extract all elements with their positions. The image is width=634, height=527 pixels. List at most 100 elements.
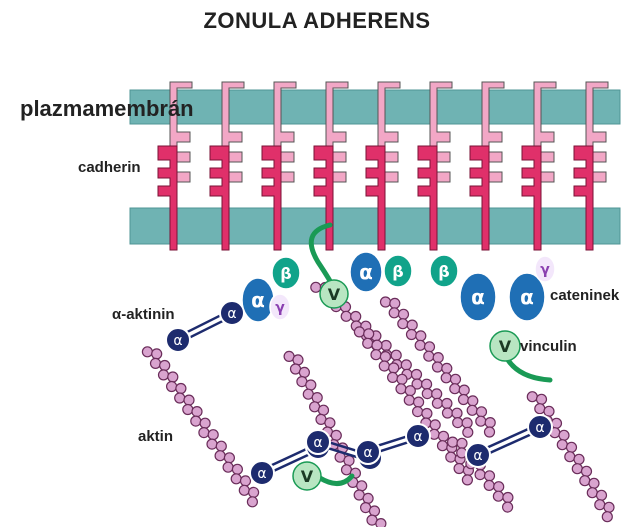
- actin-monomer: [247, 497, 257, 507]
- actin-monomer: [442, 363, 452, 373]
- actin-monomer: [398, 319, 408, 329]
- actin-filament: [142, 347, 258, 507]
- alpha-catenin: α: [460, 273, 496, 321]
- actin-monomer: [391, 350, 401, 360]
- actin-monomer: [249, 487, 259, 497]
- actin-monomer: [422, 379, 432, 389]
- actin-monomer: [602, 512, 612, 522]
- actin-monomer: [587, 488, 597, 498]
- actinin-alpha-symbol: α: [227, 306, 236, 322]
- actin-monomer: [485, 471, 495, 481]
- actin-label: aktin: [138, 428, 173, 445]
- membrane-inner-layer: [130, 208, 620, 244]
- vinculin-symbol: V: [499, 337, 512, 356]
- actin-monomer: [223, 462, 233, 472]
- actin-monomer: [231, 474, 241, 484]
- actin-monomer: [412, 370, 422, 380]
- beta-catenin-symbol: β: [392, 262, 403, 281]
- actin-monomer: [167, 382, 177, 392]
- actin-monomer: [441, 373, 451, 383]
- membrane-label: plazmamembrán: [20, 96, 194, 122]
- actin-monomer: [565, 452, 575, 462]
- actin-monomer: [364, 329, 374, 339]
- actin-monomer: [397, 374, 407, 384]
- actin-monomer: [468, 396, 478, 406]
- actin-monomer: [559, 430, 569, 440]
- actin-monomer: [475, 470, 485, 480]
- actin-monomer: [589, 478, 599, 488]
- catenins-label: cateninek: [550, 287, 619, 304]
- actin-monomer: [413, 407, 423, 417]
- actin-monomer: [354, 327, 364, 337]
- actinin-alpha-symbol: α: [535, 420, 544, 436]
- actinin-alpha-symbol: α: [473, 448, 482, 464]
- vinculin-protein: V: [490, 331, 520, 361]
- actin-monomer: [160, 361, 170, 371]
- actin-monomer: [452, 408, 462, 418]
- gamma-catenin-symbol: γ: [275, 300, 285, 316]
- vinculin-tail: [508, 360, 550, 380]
- actin-monomer: [438, 441, 448, 451]
- actin-monomer: [430, 420, 440, 430]
- actin-monomer: [463, 427, 473, 437]
- actin-monomer: [372, 340, 382, 350]
- actin-monomer: [216, 441, 226, 451]
- actin-monomer: [175, 393, 185, 403]
- actin-monomer: [597, 490, 607, 500]
- actin-monomer: [527, 392, 537, 402]
- actin-monomer: [159, 370, 169, 380]
- actin-monomer: [363, 493, 373, 503]
- actin-monomer: [422, 409, 432, 419]
- actin-monomer: [604, 502, 614, 512]
- beta-catenin: β: [430, 255, 458, 287]
- actin-monomer: [152, 349, 162, 359]
- actin-monomer: [407, 320, 417, 330]
- cadherin-layer: [158, 82, 608, 250]
- actin-monomer: [433, 362, 443, 372]
- actin-monomer: [380, 352, 390, 362]
- actin-monomer: [183, 405, 193, 415]
- actin-monomer: [399, 309, 409, 319]
- actin-monomer: [503, 493, 513, 503]
- actinin-alpha-symbol: α: [413, 429, 422, 445]
- actin-monomer: [451, 374, 461, 384]
- actin-monomer: [446, 452, 456, 462]
- beta-catenin-symbol: β: [280, 264, 291, 283]
- actin-monomer: [239, 485, 249, 495]
- alpha-actinin: αα: [356, 424, 430, 464]
- actin-monomer: [376, 519, 386, 527]
- actinin-alpha-symbol: α: [313, 435, 322, 451]
- beta-catenin: β: [272, 257, 300, 289]
- actin-monomer: [477, 407, 487, 417]
- actin-monomer: [432, 389, 442, 399]
- gamma-catenin-symbol: γ: [540, 262, 550, 278]
- actin-monomer: [168, 372, 178, 382]
- actin-monomer: [379, 361, 389, 371]
- vinculin-protein: V: [293, 462, 321, 490]
- cadherin-label: cadherin: [78, 159, 141, 176]
- alpha-catenin-symbol: α: [471, 285, 485, 309]
- alpha-actinin-label: α-aktinin: [112, 306, 175, 323]
- actin-monomer: [357, 481, 367, 491]
- actin-monomer: [476, 416, 486, 426]
- actin-monomer: [311, 282, 321, 292]
- actin-monomer: [396, 384, 406, 394]
- vinculin-tail: [320, 476, 352, 484]
- actin-monomer: [544, 406, 554, 416]
- actin-monomer: [415, 340, 425, 350]
- actin-monomer: [448, 437, 458, 447]
- alpha-catenin: α: [242, 278, 274, 322]
- actin-monomer: [192, 407, 202, 417]
- plasma-membrane: [130, 90, 620, 244]
- actin-monomer: [467, 405, 477, 415]
- actin-monomer: [331, 430, 341, 440]
- actin-monomer: [208, 430, 218, 440]
- actin-monomer: [453, 418, 463, 428]
- diagram-title: ZONULA ADHERENS: [0, 8, 634, 34]
- beta-catenin: β: [384, 255, 412, 287]
- actin-monomer: [494, 482, 504, 492]
- gamma-catenin: γ: [535, 256, 555, 282]
- actin-monomer: [424, 351, 434, 361]
- actin-monomer: [485, 418, 495, 428]
